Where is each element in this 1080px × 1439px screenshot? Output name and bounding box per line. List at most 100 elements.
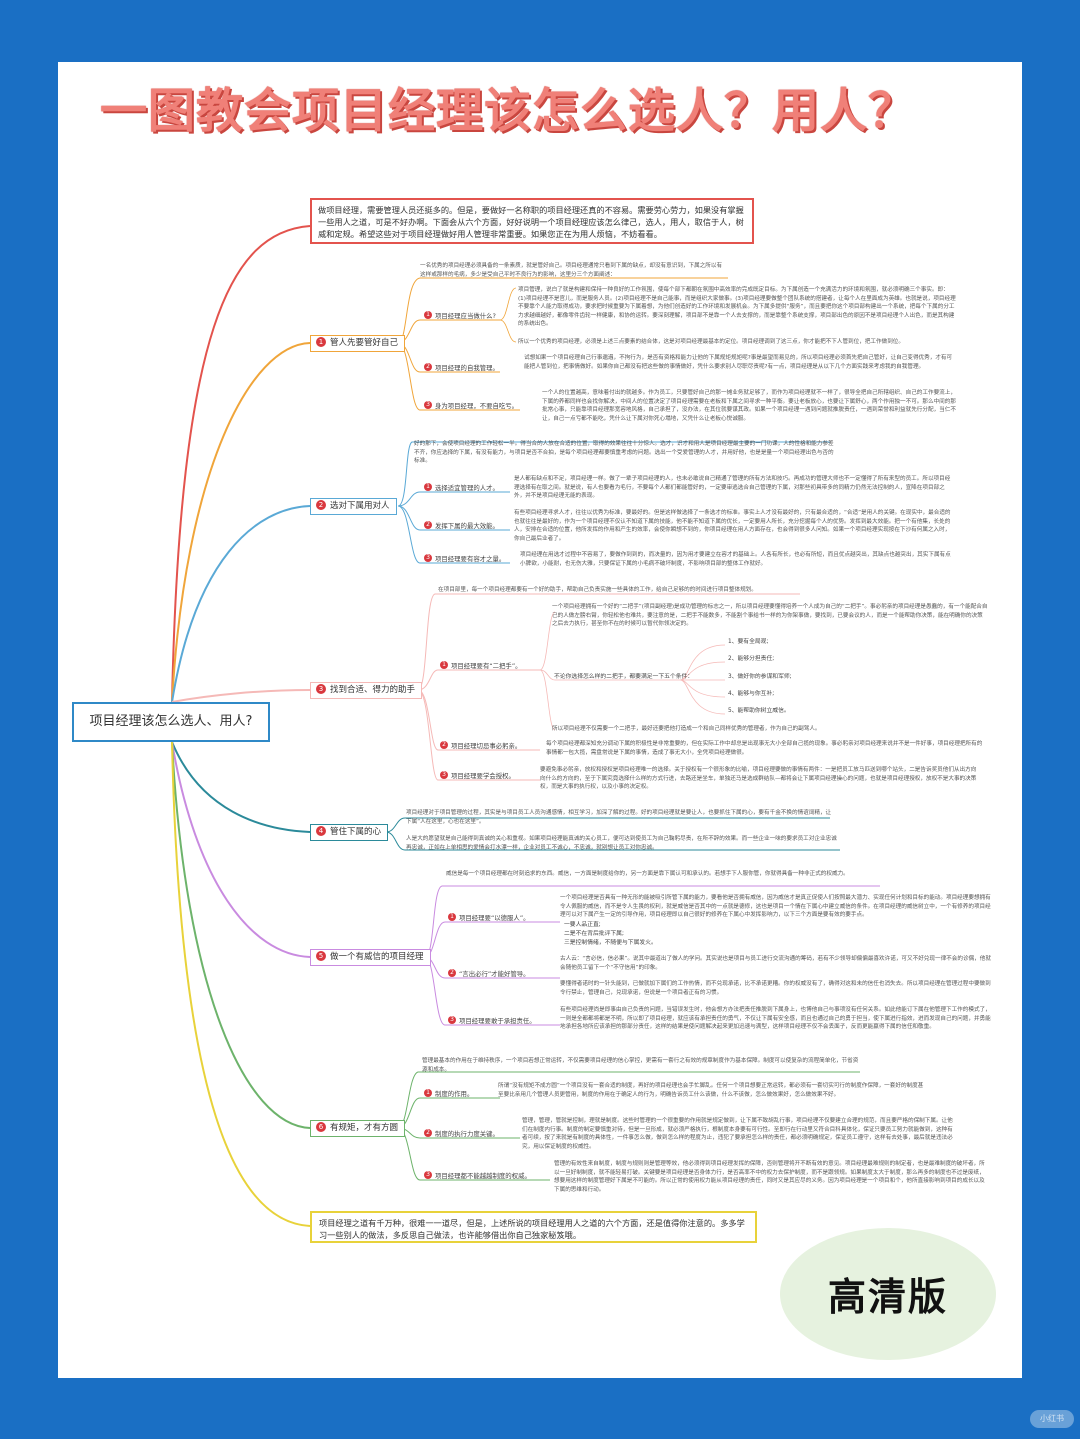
branch-2-sub-1-number: 1: [424, 483, 432, 491]
branch-6-sub-1-text: 所谓“没有规矩不成方圆”一个项目没有一套合适的制度，再好的项目经理也会手忙脚乱。…: [498, 1083, 924, 1098]
branch-5-sub-3-label: 项目经理要敢于承担责任。: [459, 1017, 536, 1025]
branch-2-sub-3-number: 3: [424, 554, 432, 562]
branch-3-point-3: 3、做好你的参谋和军师;: [728, 674, 792, 680]
branch-1-sub-3-number: 3: [424, 401, 432, 409]
branch-6: 6 有规矩，才有方圆: [310, 1120, 406, 1137]
branch-3-sub-1-label: 项目经理要有“二把手”。: [451, 662, 522, 670]
branch-5-point-3: 三是控制情绪，不随便与下属发火。: [564, 940, 657, 946]
branch-2-sub-3-label: 项目经理要有容才之量。: [435, 555, 506, 563]
branch-1-sub-3-text: 一个人的位置越高，意味着付出的就越多。作为员工，只要管好自己的那一摊业务就足够了…: [542, 390, 956, 422]
branch-5-label: 做一个有威信的项目经理: [330, 952, 424, 962]
branch-3-point-1: 1、要有全局观;: [728, 639, 769, 645]
branch-2-sub-1-label: 选择适宜管理的人才。: [435, 484, 499, 492]
branch-6-sub-2-text: 管理，管理，管就是控制，理就是制度。这些时管理的一个很重要的作用就是规定做到，让…: [522, 1118, 953, 1150]
branch-1-sub-1-extra: 所以一个优秀的项目经理，必须是上述三点要素的结合体，这是对项目经理最基本的定位。…: [518, 339, 904, 345]
branch-3-point-4: 4、能够与你互补;: [728, 691, 775, 697]
branch-5-sub-1-label: 项目经理要“以德服人”。: [459, 914, 530, 922]
branch-5-sub-2-text: 古人云：“言必信，信必果”。说其中最道出了做人的学问。其实说也是项目与员工进行交…: [560, 956, 991, 971]
branch-3-sub-2-number: 2: [440, 741, 448, 749]
branch-5-sub-2: 2“言出必行”才能好管导。: [448, 969, 530, 979]
branch-3-label: 找到合适、得力的助手: [330, 685, 416, 695]
branch-1-sub-3-label: 身为项目经理，不要自吃亏。: [435, 402, 519, 410]
branch-4: 4 管住下属的心: [310, 824, 389, 841]
branch-3-sub-2-text: 每个项目经理都深知充分调动下属的积极性是非常重要的，但在实际工作中却总是出现事无…: [546, 741, 983, 756]
branch-1-sub-2-text: 试想如果一个项目经理自己行事邋遢，不拘行为，是否有资格和能力让他的下属规矩规矩呢…: [524, 355, 953, 370]
branch-4-text: 人是大的愿望就是自己能得到真诚的关心和重视。如果项目经理能真诚的关心员工，便可达…: [406, 836, 837, 851]
branch-5-intro: 威信是每一个项目经理都在时刻追求的东西。威信，一方面是制度给你的，另一方面是靠下…: [446, 871, 849, 877]
branch-3-point-2: 2、能够分担责任;: [728, 656, 775, 662]
branch-6-sub-2-number: 2: [424, 1129, 432, 1137]
branch-3-sub-2-label: 项目经理切忌事必躬亲。: [451, 742, 522, 750]
branch-1-sub-1-text: 项目管理，说白了就是构建和保持一种良好的工作氛围，使每个部下都朝在氛围中高效率的…: [518, 287, 956, 328]
branch-6-sub-3-text: 管理的有效性来自制度，制度与规则则是管理等效，他必须得到项目经理发挥的保障，否则…: [554, 1161, 985, 1193]
branch-3-sub-1-text: 一个项目经理拥有一个好的“二把手”(项目副经理)是成功管理的标志之一，所以项目经…: [552, 604, 988, 628]
branch-5-sub-1-text: 一个项目经理是否具有一种无形的能被吸引所管下属的能力，要看他是否拥有威信，因为威…: [560, 895, 991, 919]
branch-6-label: 有规矩，才有方圆: [330, 1123, 399, 1133]
branch-5-sub-3-number: 3: [448, 1016, 456, 1024]
branch-6-sub-3-number: 3: [424, 1171, 432, 1179]
branch-3-sub-1-mid: 不论你选择怎么样的二把手，都要满足一下五个条件：: [554, 674, 694, 680]
central-topic: 项目经理该怎么选人、用人?: [72, 702, 270, 742]
hd-badge-label: 高清版: [827, 1275, 948, 1319]
branch-5: 5 做一个有威信的项目经理: [310, 949, 431, 966]
branch-6-sub-2-label: 制度的执行力度关键。: [435, 1130, 499, 1138]
branch-5-sub-2-label: “言出必行”才能好管导。: [459, 970, 530, 978]
branch-5-sub-2-number: 2: [448, 969, 456, 977]
branch-4-label: 管住下属的心: [330, 827, 382, 837]
branch-3: 3 找到合适、得力的助手: [310, 682, 423, 699]
branch-1-number: 1: [316, 336, 326, 347]
branch-3-sub-1-extra: 所以项目经理不仅需要一个二把手，最好还要把他打造成一个和自己同样优秀的管理者，作…: [552, 726, 821, 732]
branch-1-label: 管人先要管好自己: [330, 338, 399, 348]
branch-5-point-1: 一要人品正直;: [564, 922, 601, 928]
branch-6-sub-1-number: 1: [424, 1089, 432, 1097]
branch-6-intro: 管理最基本的作用在于维持秩序，一个项目若想正常运转，不仅需要项目经理的信心掌控，…: [422, 1058, 859, 1073]
branch-1-intro: 一名优秀的项目经理必须具备的一条素质，就是管好自己。项目经理通常只看到下属的缺点…: [420, 263, 723, 278]
branch-3-intro: 在项目部里，每一个项目经理都要有一个好的助手，帮助自己负责实施一些具体的工作，给…: [438, 587, 757, 593]
branch-5-sub-3-text: 有些项目经理尚是即事由自己负责的问题，当错误发生时，他会想方办法把责任推脱到下属…: [560, 1007, 991, 1031]
branch-6-sub-3-label: 项目经理都不能越越制度的权威。: [435, 1172, 531, 1180]
branch-1-sub-2-label: 项目经理的自我管理。: [435, 364, 499, 372]
branch-4-intro: 项目经理对于项目管理的过程，其实是与项目员工人员沟通感情，相互学习，加深了解的过…: [406, 810, 832, 825]
branch-1-sub-2-number: 2: [424, 363, 432, 371]
branch-2-sub-2-text: 有些项目经理寻求人才，往往以优秀为标准，要最好的。但是这样做选择了一条选才的标准…: [514, 510, 951, 542]
watermark-logo: 小红书: [1030, 1410, 1074, 1428]
branch-5-sub-2-extra: 要懂得者诺时的一针头能到，已做就加下属们的工作热情，而不兑现承诺，比不承诺更糟。…: [560, 981, 991, 996]
branch-2-sub-1-text: 是人都有缺点和不足，项目经理一样。做了一辈子项目经理的人，也未必敢说自己精通了管…: [514, 476, 951, 500]
branch-5-point-2: 二是不在背后批评下属;: [564, 931, 624, 937]
branch-2-number: 2: [316, 499, 326, 510]
outro-note: 项目经理之道有千万种，很难一一道尽，但是，上述所说的项目经理用人之道的六个方面，…: [310, 1211, 757, 1243]
branch-6-number: 6: [316, 1121, 326, 1132]
branch-3-sub-3-text: 要避免事必躬亲，放权和授权是项目经理唯一的选择。关于授权有一个很形象的比喻，项目…: [540, 767, 977, 791]
branch-3-number: 3: [316, 683, 326, 694]
branch-2-sub-3-text: 项目经理在用选才过程中不容易了，要做作到到的，而决量的，因为用才要建立在容才的基…: [520, 552, 951, 567]
branch-6-sub-1-label: 制度的作用。: [435, 1090, 474, 1098]
branch-5-sub-1-number: 1: [448, 913, 456, 921]
branch-1-sub-1-number: 1: [424, 311, 432, 319]
branch-4-number: 4: [316, 825, 326, 836]
branch-3-sub-1-number: 1: [440, 661, 448, 669]
branch-2-intro: 好的那下，会使项目经理的工作轻松一半。得当合的人放在合适的位置，取得的效果往往十…: [414, 441, 834, 465]
branch-1: 1 管人先要管好自己: [310, 335, 406, 352]
intro-note: 做项目经理，需要管理人员还挺多的。但是，要做好一名称职的项目经理还真的不容易。需…: [310, 198, 754, 244]
branch-3-sub-3-label: 项目经理要学会授权。: [451, 772, 515, 780]
hd-badge: 高清版: [780, 1228, 996, 1360]
branch-5-number: 5: [316, 950, 326, 961]
branch-1-sub-1-label: 项目经理应当做什么?: [435, 312, 496, 320]
branch-3-sub-3-number: 3: [440, 771, 448, 779]
branch-2-sub-2-number: 2: [424, 521, 432, 529]
